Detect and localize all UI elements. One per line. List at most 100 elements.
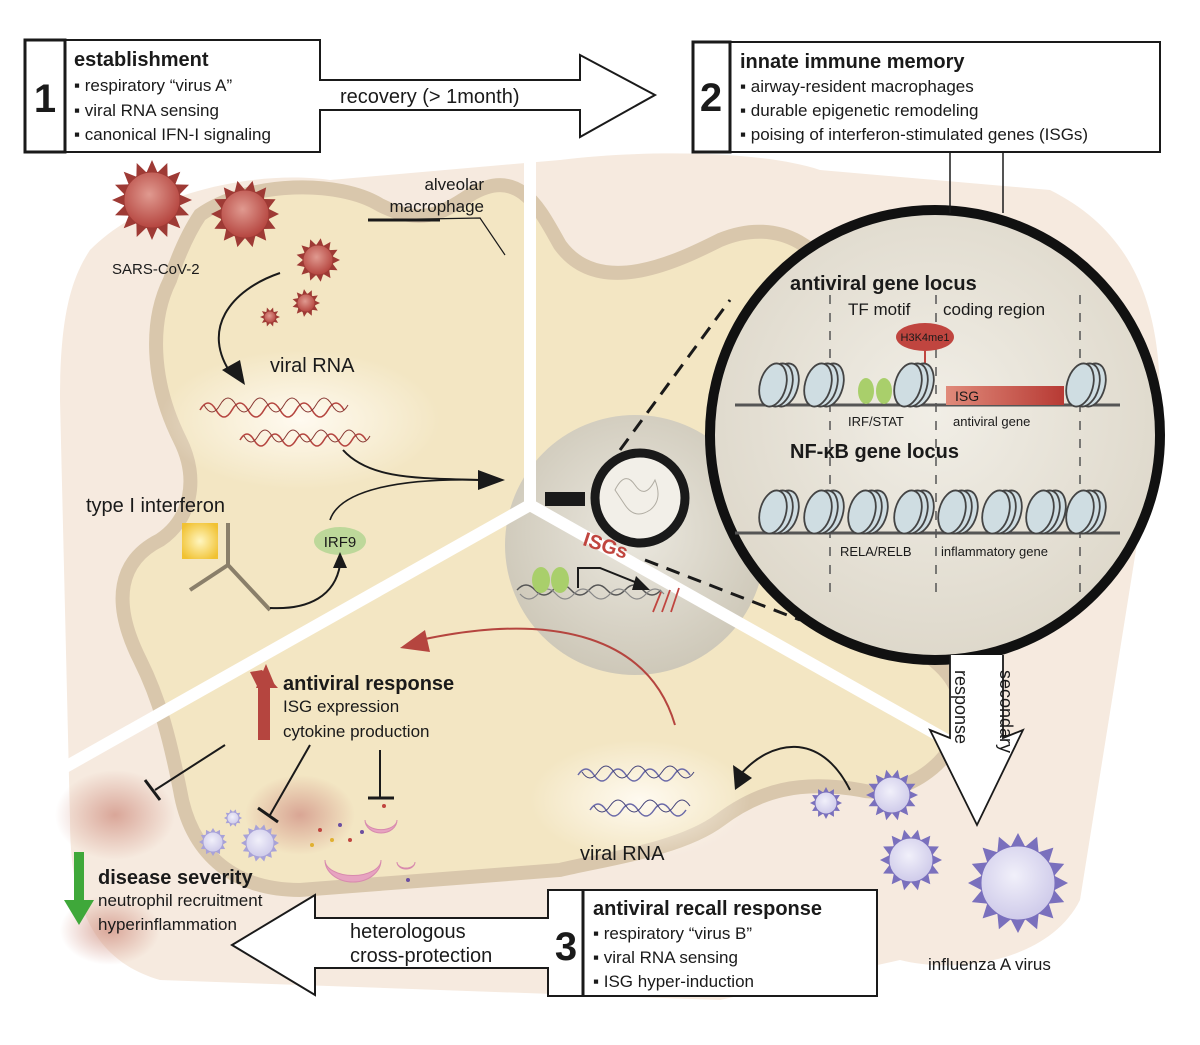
- stage2-connector: [949, 152, 1004, 213]
- isg-box-label: ISG: [955, 388, 979, 404]
- nucleus-arrow-head: [478, 470, 505, 490]
- stage3-arrow-label-line2: cross-protection: [350, 945, 492, 967]
- influenza-label: influenza A virus: [928, 955, 1051, 974]
- h3k4me1-mark: [896, 323, 954, 351]
- antiviral-nucleosomes: [758, 362, 1107, 408]
- entry-arrow-head: [222, 360, 245, 385]
- influenza-virus-icon: [866, 769, 918, 821]
- sars-cov-2-virus-icon: [112, 160, 192, 240]
- antiviral-response-title: antiviral response: [283, 673, 454, 695]
- stage1-title: establishment: [74, 49, 209, 71]
- influenza-entry-arrow: [739, 745, 851, 791]
- type1-ifn-label: type I interferon: [86, 495, 225, 517]
- stage1-panel: [23, 38, 658, 154]
- influenza-virus-icon: [880, 829, 942, 891]
- inflammatory-gene-label: inflammatory gene: [941, 544, 1048, 559]
- influenza-virus-icon: [241, 824, 279, 862]
- viral-rna-strands-red: [199, 397, 371, 447]
- down-arrow-icon: [64, 852, 94, 925]
- nfkb-nucleosomes: [758, 489, 1107, 535]
- antiviral-feedback-arrow: [419, 627, 676, 726]
- ifn-receptor-icon: [188, 523, 272, 612]
- rela-relb-label: RELA/RELB: [840, 544, 912, 559]
- influenza-virus-icon: [968, 833, 1068, 933]
- stage2-bullet: ▪ airway-resident macrophages: [740, 77, 974, 96]
- nucleosome-icon: [893, 489, 935, 535]
- viral-rna-label-top: viral RNA: [270, 355, 355, 377]
- stage2-bullet: ▪ durable epigenetic remodeling: [740, 101, 979, 120]
- influenza-entry-arrow-head: [733, 765, 752, 790]
- antiviral-response-line1: ISG expression: [283, 697, 399, 716]
- sars-cov-2-virus-icon: [292, 289, 320, 317]
- nucleosome-icon: [803, 489, 845, 535]
- nucleosome-icon: [803, 362, 845, 408]
- macrophage-label-line2: macrophage: [389, 197, 484, 216]
- zoom-circle: [705, 205, 1165, 665]
- coding-region-label: coding region: [943, 300, 1045, 319]
- antiviral-gene-label: antiviral gene: [953, 414, 1030, 429]
- zoom-guides: [829, 295, 1081, 600]
- irf-stat-label: IRF/STAT: [848, 414, 904, 429]
- secondary-response-line1: secondary: [996, 670, 1016, 753]
- nucleosome-icon: [1065, 489, 1107, 535]
- disease-severity-line1: neutrophil recruitment: [98, 891, 263, 910]
- antiviral-feedback-arrow-head: [400, 630, 430, 652]
- nucleosome-icon: [1025, 489, 1067, 535]
- receptor-to-irf9-arrow-head: [333, 552, 347, 568]
- irf9-label: IRF9: [324, 534, 357, 551]
- secondary-response-arrow: [928, 655, 1025, 828]
- up-arrow-head: [256, 664, 276, 688]
- viral-rna-strands-purple: [577, 765, 695, 817]
- disease-severity-title: disease severity: [98, 867, 253, 889]
- influenza-virus-icon: [810, 787, 842, 819]
- stage2-title: innate immune memory: [740, 51, 965, 73]
- viral-rna-label-bottom: viral RNA: [580, 843, 665, 865]
- inhibition-markers: [143, 744, 394, 824]
- nucleosome-icon: [847, 489, 889, 535]
- irf9-badge: [314, 527, 366, 555]
- tf-motif-label: TF motif: [848, 300, 911, 319]
- sars-cov-2-virus-icon: [260, 307, 280, 327]
- stage3-bullet: ▪ viral RNA sensing: [593, 948, 738, 967]
- sars-cov-2-label: SARS-CoV-2: [112, 261, 200, 278]
- irf9-to-nucleus-arrow: [329, 478, 481, 521]
- sars-cov-2-virus-icon: [296, 238, 340, 282]
- influenza-viruses: [810, 769, 1068, 933]
- stage3-number: 3: [555, 925, 577, 969]
- nucleosome-icon: [758, 362, 800, 408]
- stage3-title: antiviral recall response: [593, 898, 822, 920]
- influenza-virus-icon: [199, 828, 227, 856]
- nfkb-locus-title: NF-κB gene locus: [790, 441, 959, 463]
- sars-cov-2-viruses: [112, 160, 340, 327]
- stage1-bullet: ▪ canonical IFN-I signaling: [74, 125, 271, 144]
- viral-rna-glow: [160, 350, 440, 490]
- interferon-icon: [182, 523, 218, 559]
- secondary-response-line2: response: [951, 670, 971, 744]
- antiviral-response-line2: cytokine production: [283, 722, 429, 741]
- nucleosome-icon: [893, 362, 935, 408]
- stage3-bullet: ▪ respiratory “virus B”: [593, 924, 752, 943]
- stage1-arrow-label: recovery (> 1month): [340, 86, 520, 108]
- macrophage-label-line1: alveolar: [424, 175, 484, 194]
- stage1-number: 1: [34, 77, 56, 121]
- nucleosome-icon: [981, 489, 1023, 535]
- antiviral-locus-title: antiviral gene locus: [790, 273, 977, 295]
- stage3-bullet: ▪ ISG hyper-induction: [593, 972, 754, 991]
- irf-stat-factor: [858, 378, 874, 404]
- h3k4me1-label: H3K4me1: [901, 332, 950, 344]
- inflammation-blob: [55, 770, 175, 860]
- section-dividers: [57, 145, 1003, 776]
- stage3-arrow-label-line1: heterologous: [350, 921, 466, 943]
- stage2-bullet: ▪ poising of interferon-stimulated genes…: [740, 125, 1088, 144]
- nucleosome-icon: [1065, 362, 1107, 408]
- stage1-bullet: ▪ respiratory “virus A”: [74, 76, 232, 95]
- nucleosome-icon: [937, 489, 979, 535]
- magnifier-icon: [545, 448, 690, 548]
- stage3-panel: [230, 889, 878, 997]
- isg-transcription: [516, 567, 680, 613]
- entry-arrow-line: [217, 272, 281, 376]
- zoom-connector-lines: [618, 299, 801, 622]
- sars-cov-2-virus-icon: [211, 180, 279, 248]
- small-influenza-viruses: [199, 809, 279, 862]
